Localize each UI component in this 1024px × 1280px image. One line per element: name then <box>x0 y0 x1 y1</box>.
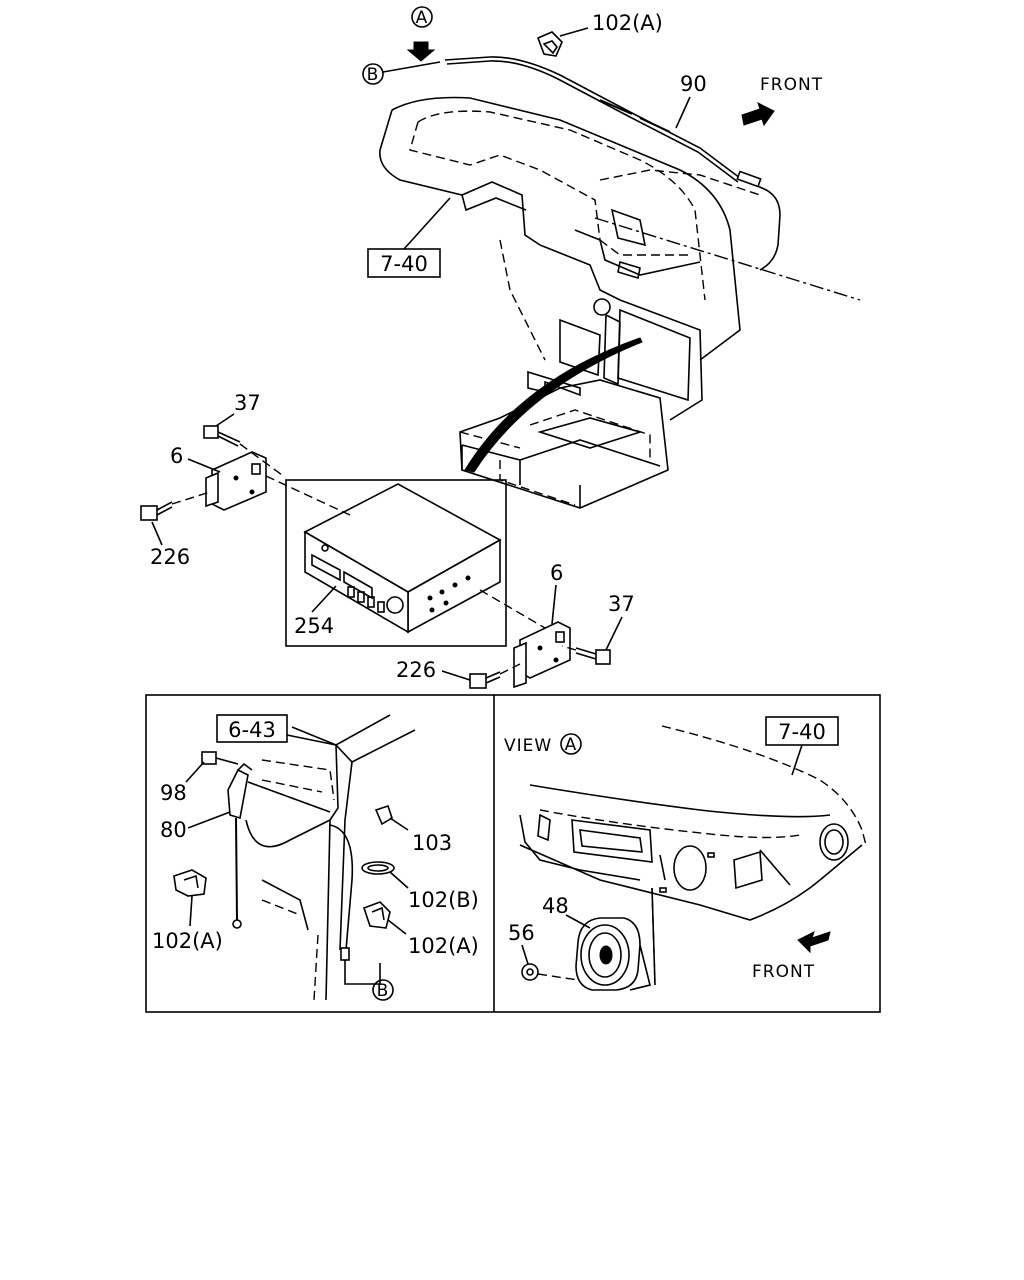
leader-48 <box>565 914 591 929</box>
leader-6-right <box>551 584 557 625</box>
leader-102a-left <box>189 895 193 927</box>
label-48: 48 <box>542 894 569 918</box>
ref-box-7-40-view <box>765 716 839 776</box>
label-7-40-top: 7-40 <box>380 252 428 276</box>
label-80: 80 <box>160 818 187 842</box>
label-102a-right: 102(A) <box>408 934 479 958</box>
clip-102a-top <box>536 27 589 57</box>
label-56: 56 <box>508 921 535 945</box>
bracket-6-right <box>513 621 571 689</box>
speaker-48 <box>575 917 651 991</box>
leader-103 <box>389 817 409 831</box>
dashboard-view-a <box>519 725 867 986</box>
label-front-bottom: FRONT <box>752 962 815 982</box>
label-6-right: 6 <box>550 561 563 585</box>
label-102a-top: 102(A) <box>592 11 663 35</box>
harness-strip <box>464 337 643 473</box>
view-a-marker-top: A <box>411 6 433 28</box>
front-arrow-top-icon <box>741 102 775 127</box>
leader-226-left <box>151 521 163 546</box>
front-arrow-bottom-icon <box>797 931 831 954</box>
antenna-cable-90 <box>444 56 781 271</box>
view-a-letter: A <box>416 8 429 28</box>
leader-37-left <box>215 413 235 427</box>
bolt-226-left <box>140 491 211 521</box>
view-a-arrow-icon <box>406 41 436 62</box>
label-102a-left: 102(A) <box>152 929 223 953</box>
label-6-43: 6-43 <box>228 718 276 742</box>
svg-text:B: B <box>367 65 380 85</box>
bolt-37-right <box>561 645 611 665</box>
leader-37-right <box>605 616 623 651</box>
nut-56 <box>521 963 579 981</box>
label-254: 254 <box>294 614 334 638</box>
leader-80 <box>187 811 231 829</box>
leader-226-right <box>441 670 471 681</box>
label-98: 98 <box>160 781 187 805</box>
label-6-left: 6 <box>170 444 183 468</box>
bolt-226-right <box>469 663 521 689</box>
label-37-right: 37 <box>608 592 635 616</box>
label-102b: 102(B) <box>408 888 479 912</box>
instrument-panel <box>379 96 861 421</box>
leader-56 <box>521 944 529 965</box>
label-view: VIEW <box>504 736 552 756</box>
bracket-6-left <box>205 451 267 511</box>
antenna-detail <box>173 714 416 1001</box>
label-226-right: 226 <box>396 658 436 682</box>
leader-90 <box>675 96 691 129</box>
center-console <box>459 337 669 509</box>
leader-98 <box>185 761 205 783</box>
bolt-37-left <box>203 425 283 476</box>
svg-text:B: B <box>377 981 390 1001</box>
radio-unit-254 <box>265 475 546 647</box>
ref-box-7-40-top <box>367 197 451 278</box>
leader-102b <box>389 871 409 889</box>
label-37-left: 37 <box>234 391 261 415</box>
view-marker: A <box>560 733 582 755</box>
b-marker-bottom: B <box>372 979 394 1001</box>
label-103: 103 <box>412 831 452 855</box>
leader-102a-right <box>387 919 407 935</box>
label-7-40-view: 7-40 <box>778 720 826 744</box>
leader-254 <box>311 585 337 613</box>
label-front-top: FRONT <box>760 75 823 95</box>
leader-6-left <box>187 458 221 473</box>
b-marker-top: B <box>362 61 441 85</box>
svg-text:A: A <box>565 735 578 755</box>
label-90: 90 <box>680 72 707 96</box>
label-226-left: 226 <box>150 545 190 569</box>
detail-frame <box>145 694 881 1013</box>
